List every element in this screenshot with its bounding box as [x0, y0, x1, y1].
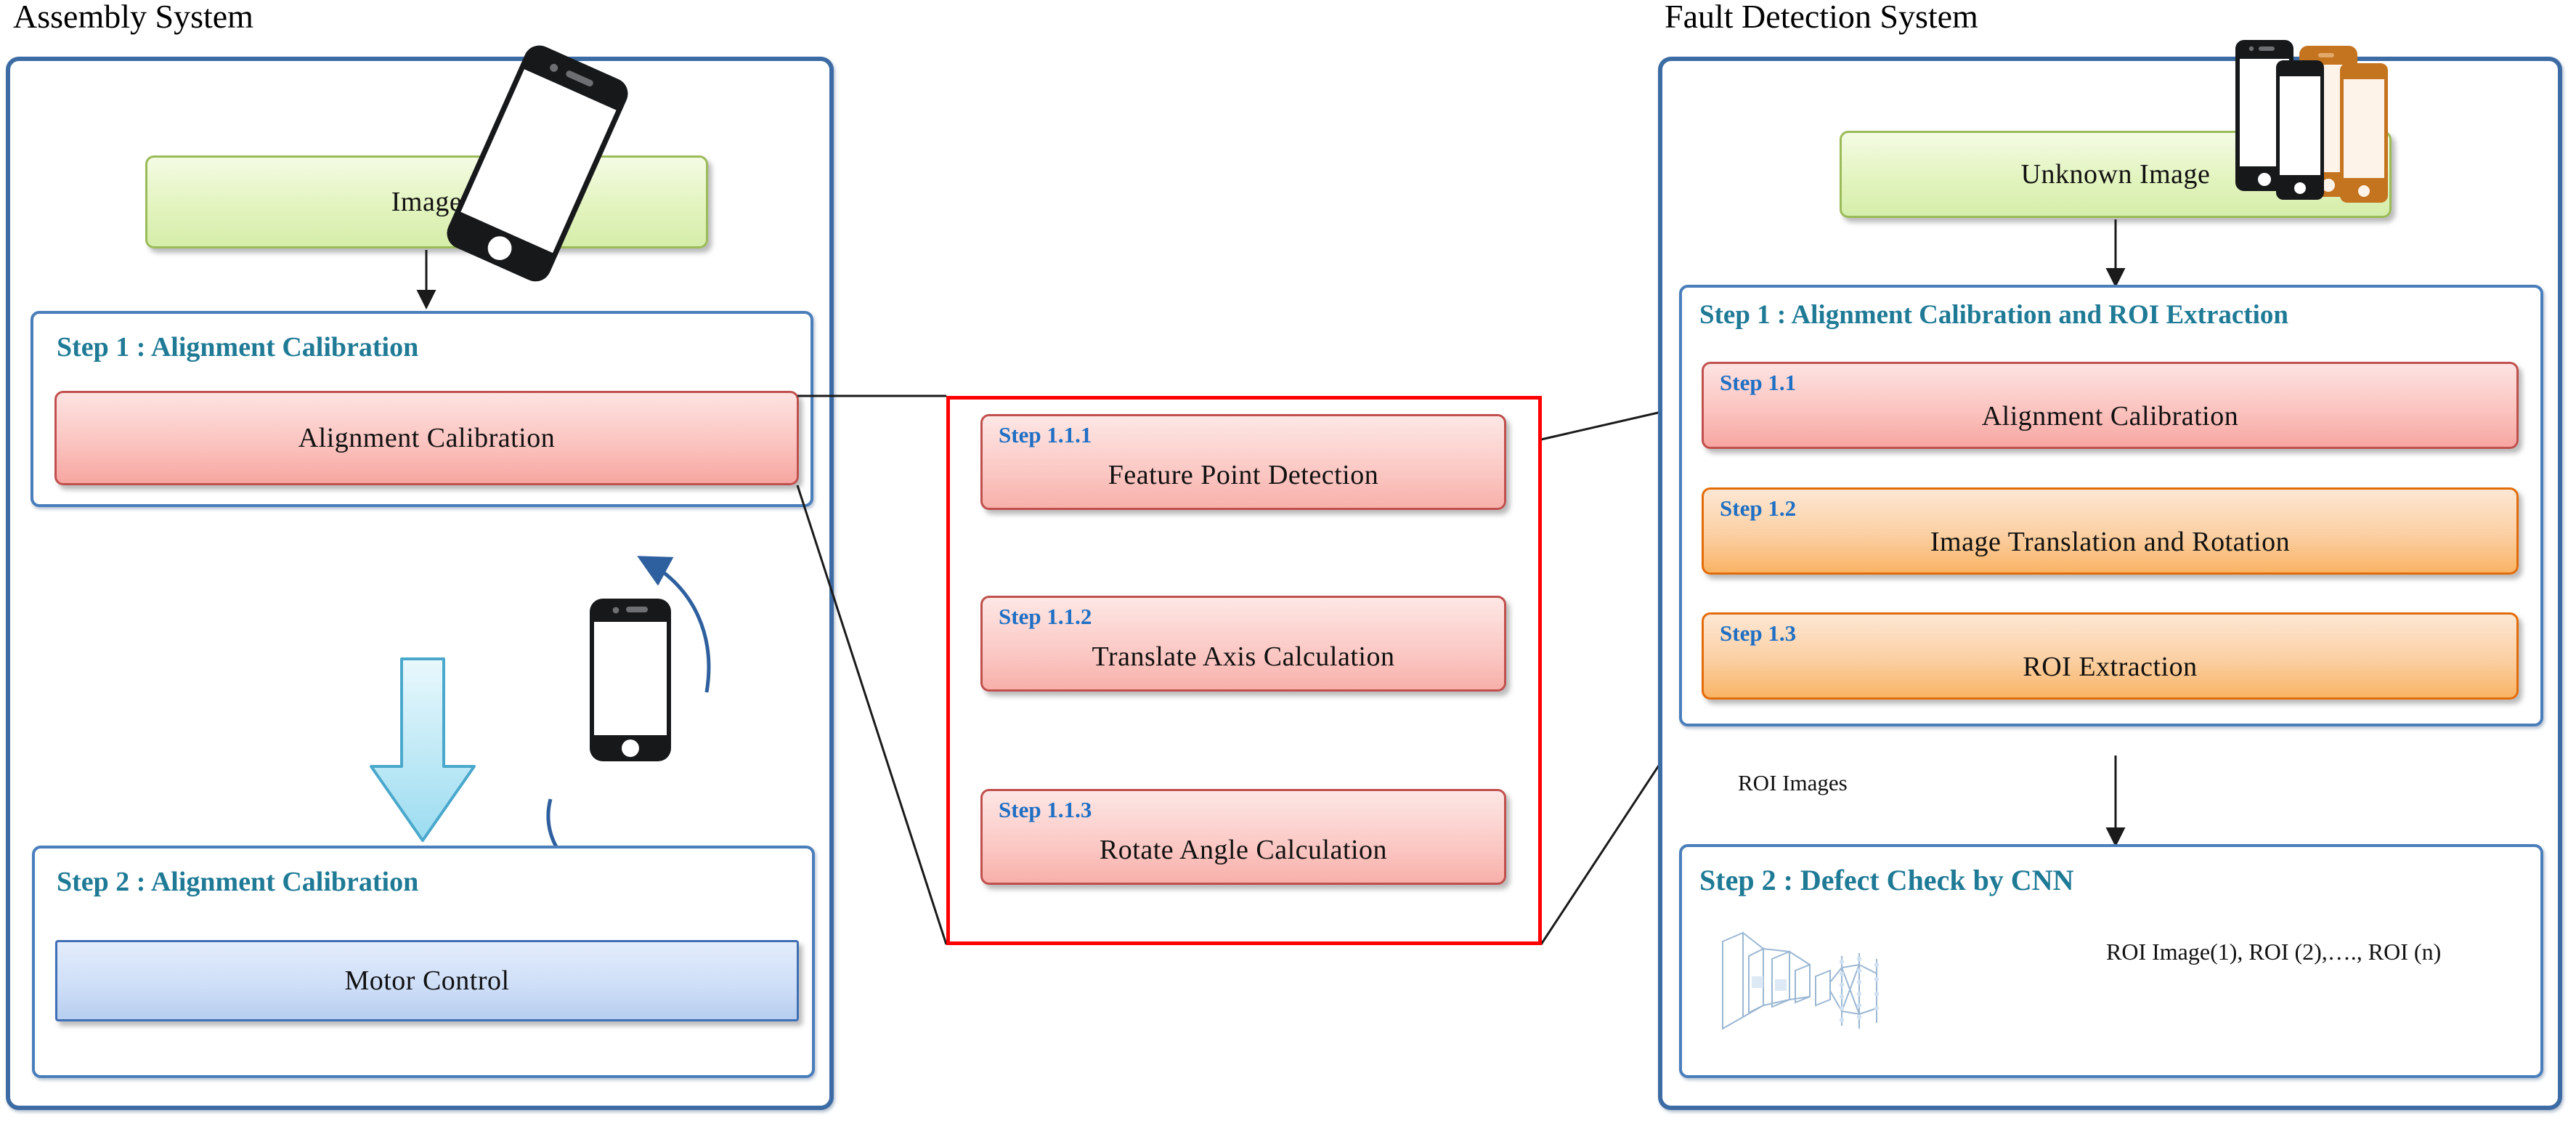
assembly-alignment-calibration-label: Alignment Calibration [298, 423, 556, 453]
substep-2-tag: Step 1.1.2 [999, 604, 1092, 629]
assembly-step1-heading: Step 1 : Alignment Calibration [57, 332, 419, 362]
assembly-system-title: Assembly System [13, 0, 253, 35]
substep-2-label: Translate Axis Calculation [1092, 641, 1395, 672]
substep-3-label: Rotate Angle Calculation [1099, 835, 1388, 865]
substep-3-tag: Step 1.1.3 [999, 797, 1092, 822]
image-box-body: Image [147, 158, 706, 246]
phone-stack-icon [2201, 40, 2411, 214]
fault-step2-heading: Step 2 : Defect Check by CNN [1699, 864, 2074, 896]
phone-icon [426, 31, 650, 296]
assembly-step2-heading: Step 2 : Alignment Calibration [57, 867, 419, 897]
down-arrow-icon [368, 656, 477, 843]
substep-1-tag: Step 1.1.1 [999, 422, 1092, 447]
fault-step-1-1-tag: Step 1.1 [1720, 370, 1797, 395]
motor-control-label: Motor Control [344, 965, 510, 996]
substep-3-body: Rotate Angle Calculation [983, 817, 1504, 883]
roi-images-arrow-label: ROI Images [1738, 770, 1848, 795]
motor-control-body: Motor Control [57, 942, 797, 1019]
fault-detection-system-title: Fault Detection System [1665, 0, 1978, 35]
roi-image-list: ROI Image(1), ROI (2),…., ROI (n) [2106, 939, 2442, 965]
substep-box-3[interactable]: Step 1.1.3 Rotate Angle Calculation [980, 789, 1506, 885]
substep-box-1[interactable]: Step 1.1.1 Feature Point Detection [980, 414, 1506, 510]
fault-step-1-2-label: Image Translation and Rotation [1930, 527, 2291, 557]
assembly-alignment-calibration-body: Alignment Calibration [57, 393, 797, 483]
image-box[interactable]: Image [145, 155, 708, 248]
image-box-label: Image [391, 187, 463, 217]
phone-icon [587, 597, 674, 763]
cnn-diagram-icon [1714, 924, 1917, 1048]
fault-step-1-1-body: Alignment Calibration [1704, 386, 2516, 447]
unknown-image-label: Unknown Image [2020, 159, 2211, 190]
fault-step-1-2-tag: Step 1.2 [1720, 495, 1797, 521]
substep-1-label: Feature Point Detection [1108, 460, 1379, 490]
fault-step-1-3-body: ROI Extraction [1704, 636, 2516, 697]
substep-2-body: Translate Axis Calculation [983, 624, 1504, 689]
fault-step-1-2-body: Image Translation and Rotation [1704, 511, 2516, 572]
unknown-image-body: Unknown Image [1842, 133, 2389, 216]
substep-box-2[interactable]: Step 1.1.2 Translate Axis Calculation [980, 596, 1506, 692]
assembly-alignment-calibration-box[interactable]: Alignment Calibration [54, 391, 799, 485]
fault-step1-heading: Step 1 : Alignment Calibration and ROI E… [1699, 300, 2288, 330]
substep-1-body: Feature Point Detection [983, 442, 1504, 508]
fault-step2-frame [1679, 844, 2543, 1078]
fault-step-1-2-box[interactable]: Step 1.2 Image Translation and Rotation [1702, 487, 2519, 575]
motor-control-box[interactable]: Motor Control [55, 940, 799, 1021]
fault-step-1-3-box[interactable]: Step 1.3 ROI Extraction [1702, 612, 2519, 700]
fault-step-1-3-label: ROI Extraction [2023, 652, 2198, 682]
fault-step-1-3-tag: Step 1.3 [1720, 620, 1797, 646]
fault-step-1-1-label: Alignment Calibration [1981, 401, 2239, 432]
fault-step-1-1-box[interactable]: Step 1.1 Alignment Calibration [1702, 362, 2519, 449]
